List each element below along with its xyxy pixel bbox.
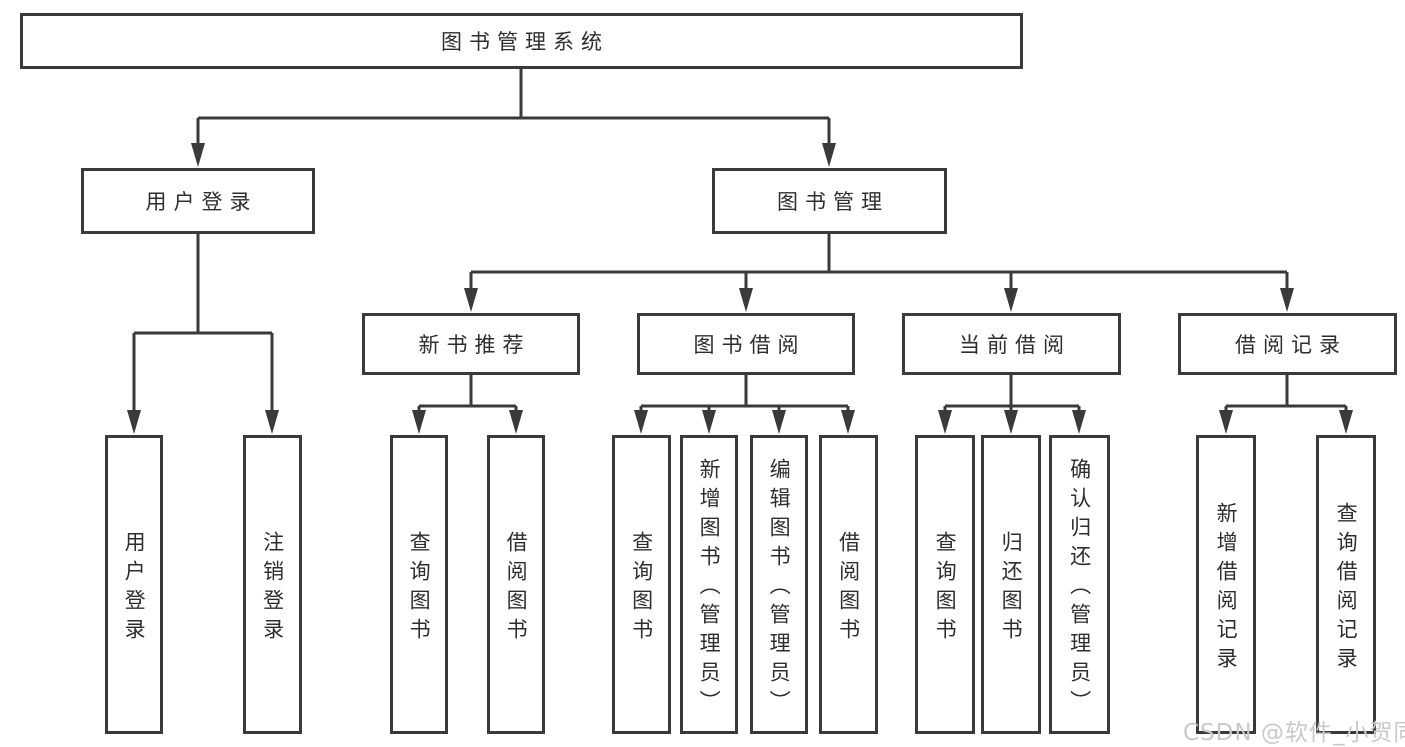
leaf-logout-label: 注销登录 (260, 530, 285, 647)
arrow-down-icon (1339, 410, 1353, 434)
leaf-current-query-books: 查询图书 (915, 435, 975, 734)
arrow-down-icon (1004, 288, 1018, 312)
leaf-borrow-edit-books-admin-label: 编辑图书（管理员） (767, 458, 792, 719)
arrow-down-icon (412, 410, 426, 434)
connector-records-to-leaves (1219, 375, 1353, 434)
connector-user-login-to-leaves (127, 234, 279, 434)
arrow-down-icon (127, 410, 141, 434)
leaf-current-return-books: 归还图书 (981, 435, 1041, 734)
leaf-records-query-record: 查询借阅记录 (1316, 435, 1376, 734)
connector-book-mgmt-to-level3 (464, 234, 1294, 312)
leaf-recommend-borrow-books: 借阅图书 (487, 435, 545, 734)
node-user-login: 用户登录 (81, 168, 315, 234)
arrow-down-icon (739, 288, 753, 312)
leaf-records-add-record: 新增借阅记录 (1196, 435, 1256, 734)
leaf-borrow-query-books-label: 查询图书 (629, 530, 654, 647)
node-user-login-label: 用户登录 (145, 190, 258, 214)
leaf-borrow-borrow-books-label: 借阅图书 (836, 530, 861, 647)
node-root-label: 图书管理系统 (441, 30, 609, 54)
arrow-down-icon (822, 143, 836, 167)
arrow-down-icon (191, 143, 205, 167)
connector-recommend-to-leaves (412, 375, 523, 434)
leaf-recommend-query-books-label: 查询图书 (407, 530, 432, 647)
arrow-down-icon (938, 410, 952, 434)
leaf-borrow-add-books-admin: 新增图书（管理员） (680, 435, 738, 734)
arrow-down-icon (464, 288, 478, 312)
connector-current-to-leaves (938, 375, 1086, 434)
arrow-down-icon (509, 410, 523, 434)
leaf-borrow-edit-books-admin: 编辑图书（管理员） (750, 435, 808, 734)
leaf-user-login-label: 用户登录 (122, 530, 147, 647)
arrow-down-icon (1280, 288, 1294, 312)
node-new-book-recommend: 新书推荐 (362, 313, 580, 375)
leaf-current-confirm-return-admin-label: 确认归还（管理员） (1067, 458, 1092, 719)
connector-borrow-to-leaves (634, 375, 855, 434)
node-root: 图书管理系统 (20, 13, 1023, 69)
arrow-down-icon (702, 410, 716, 434)
arrow-down-icon (265, 410, 279, 434)
node-book-management-label: 图书管理 (777, 190, 889, 214)
node-book-borrow: 图书借阅 (637, 313, 855, 375)
leaf-records-query-record-label: 查询借阅记录 (1334, 501, 1359, 676)
arrow-down-icon (1072, 410, 1086, 434)
arrow-down-icon (634, 410, 648, 434)
node-current-borrow: 当前借阅 (902, 313, 1121, 375)
arrow-down-icon (841, 410, 855, 434)
leaf-recommend-borrow-books-label: 借阅图书 (504, 530, 529, 647)
node-new-book-recommend-label: 新书推荐 (418, 333, 531, 357)
arrow-down-icon (1219, 410, 1233, 434)
leaf-logout: 注销登录 (243, 435, 302, 734)
leaf-borrow-borrow-books: 借阅图书 (819, 435, 878, 734)
leaf-user-login: 用户登录 (105, 435, 163, 734)
node-book-borrow-label: 图书借阅 (693, 333, 806, 357)
node-current-borrow-label: 当前借阅 (959, 333, 1071, 357)
leaf-borrow-add-books-admin-label: 新增图书（管理员） (697, 458, 722, 719)
node-borrow-records: 借阅记录 (1178, 313, 1397, 375)
arrow-down-icon (772, 410, 786, 434)
leaf-records-add-record-label: 新增借阅记录 (1214, 501, 1239, 676)
csdn-watermark: CSDN @软件_小贺同学 (1183, 720, 1405, 746)
arrow-down-icon (1004, 410, 1018, 434)
leaf-borrow-query-books: 查询图书 (612, 435, 671, 734)
leaf-recommend-query-books: 查询图书 (390, 435, 448, 734)
node-borrow-records-label: 借阅记录 (1235, 333, 1347, 357)
leaf-current-query-books-label: 查询图书 (933, 530, 958, 647)
connector-root-to-level2 (191, 69, 836, 167)
leaf-current-return-books-label: 归还图书 (999, 530, 1024, 647)
node-book-management: 图书管理 (712, 168, 947, 234)
leaf-current-confirm-return-admin: 确认归还（管理员） (1049, 435, 1110, 734)
